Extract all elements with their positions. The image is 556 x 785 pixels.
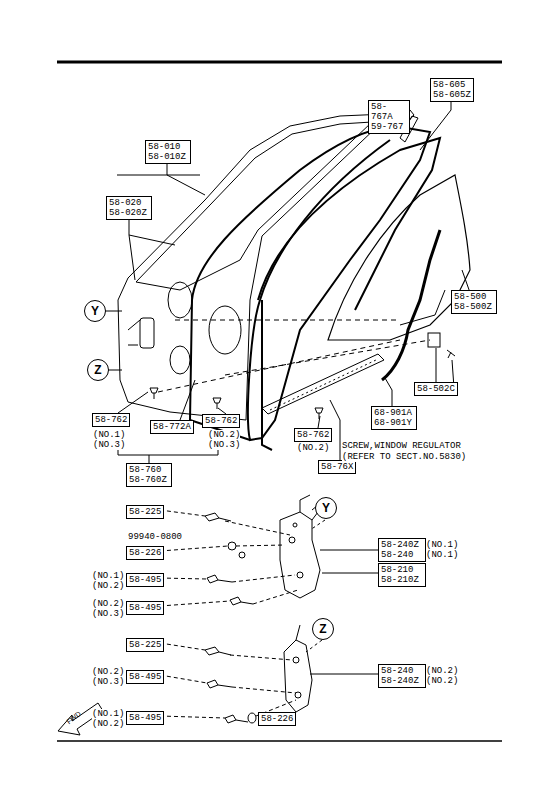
reference-letter: Y <box>91 306 99 316</box>
part-number-box: 58-762 <box>294 428 332 442</box>
part-number-box: 58-226 <box>258 712 296 726</box>
reference-letter: Z <box>94 365 101 375</box>
reference-circle: Z <box>87 359 109 381</box>
part-number-box: 58-225 <box>126 638 164 652</box>
part-number: 58-772A <box>153 422 191 432</box>
part-number: 58-225 <box>129 640 161 650</box>
note-label: (NO.2) <box>426 666 458 676</box>
part-number-box: 58-210 58-210Z <box>378 563 426 587</box>
part-number: 58-762 <box>95 415 127 425</box>
note-label: (NO.1) <box>93 430 125 440</box>
note-label: (NO.1) <box>92 571 124 581</box>
reference-circle: Y <box>315 497 337 519</box>
reference-circle: Z <box>312 618 334 640</box>
part-number: 58-210 58-210Z <box>381 565 423 585</box>
part-number-box: 68-901A 68-901Y <box>371 406 417 430</box>
part-number-box: 58-240 58-240Z <box>378 664 426 688</box>
part-number-box: 58-010 58-010Z <box>145 140 191 164</box>
note-label: (NO.2) <box>208 430 240 440</box>
part-number: 58-760 58-760Z <box>129 465 169 485</box>
part-number: 58-502C <box>417 384 455 394</box>
part-number: 58-226 <box>261 714 293 724</box>
part-number: 58-762 <box>205 416 237 426</box>
part-number-box: 58-76X <box>318 460 356 474</box>
reference-letter: Z <box>319 624 326 634</box>
part-number: 58-762 <box>297 430 329 440</box>
part-number: 58-495 <box>129 672 161 682</box>
part-number: 58-500 58-500Z <box>454 292 494 312</box>
part-number: 58-240 58-240Z <box>381 666 423 686</box>
note-label: (NO.1) <box>426 550 458 560</box>
part-number-box: 58-240Z 58-240 <box>378 538 426 562</box>
note-label: (NO.3) <box>92 609 124 619</box>
part-number-box: 58-760 58-760Z <box>126 463 172 487</box>
part-number-box: 58-502C <box>414 382 458 396</box>
part-number: 68-901A 68-901Y <box>374 408 414 428</box>
part-number-box: 58-225 <box>126 505 164 519</box>
part-number: 58-76X <box>321 462 353 472</box>
part-number-box: 58-762 <box>202 414 240 428</box>
part-number: 58-226 <box>129 548 161 558</box>
part-number-box: 58-495 <box>126 601 164 615</box>
part-number-box: 58-495 <box>126 573 164 587</box>
note-label: (NO.2) <box>92 581 124 591</box>
reference-letter: Y <box>322 503 330 513</box>
note-label: SCREW,WINDOW REGULATOR <box>342 441 461 451</box>
note-label: (NO.1) <box>426 540 458 550</box>
part-number-box: 58-020 58-020Z <box>106 196 152 220</box>
part-number-box: 58-605 58-605Z <box>430 78 474 102</box>
note-label: (NO.3) <box>93 440 125 450</box>
note-label: (NO.2) <box>92 719 124 729</box>
part-number-box: 58-495 <box>126 711 164 725</box>
part-number: 58-010 58-010Z <box>148 142 188 162</box>
note-label: (NO.2) <box>297 443 329 453</box>
part-number: 58-495 <box>129 575 161 585</box>
note-label: (NO.2) <box>92 667 124 677</box>
note-label: (NO.2) <box>426 676 458 686</box>
part-number-box: 58-226 <box>126 546 164 560</box>
part-number-box: 58-495 <box>126 670 164 684</box>
note-label: 99940-0800 <box>128 532 182 542</box>
part-number: 58-240Z 58-240 <box>381 540 423 560</box>
part-number: 58-767A 59-767 <box>371 102 407 132</box>
note-label: (NO.1) <box>92 709 124 719</box>
part-number: 58-225 <box>129 507 161 517</box>
note-label: (NO.3) <box>208 440 240 450</box>
part-number-box: 58-772A <box>150 420 194 434</box>
note-label: (NO.3) <box>92 677 124 687</box>
part-number: 58-020 58-020Z <box>109 198 149 218</box>
forward-arrow-label: FWD <box>65 709 84 727</box>
part-number-box: 58-500 58-500Z <box>451 290 497 314</box>
note-label: (REFER TO SECT.NO.5830) <box>342 452 466 462</box>
part-number: 58-495 <box>129 603 161 613</box>
note-label: (NO.2) <box>92 599 124 609</box>
reference-circle: Y <box>84 300 106 322</box>
part-number: 58-495 <box>129 713 161 723</box>
part-number-box: 58-767A 59-767 <box>368 100 410 134</box>
part-number-box: 58-762 <box>92 413 130 427</box>
part-number: 58-605 58-605Z <box>433 80 471 100</box>
